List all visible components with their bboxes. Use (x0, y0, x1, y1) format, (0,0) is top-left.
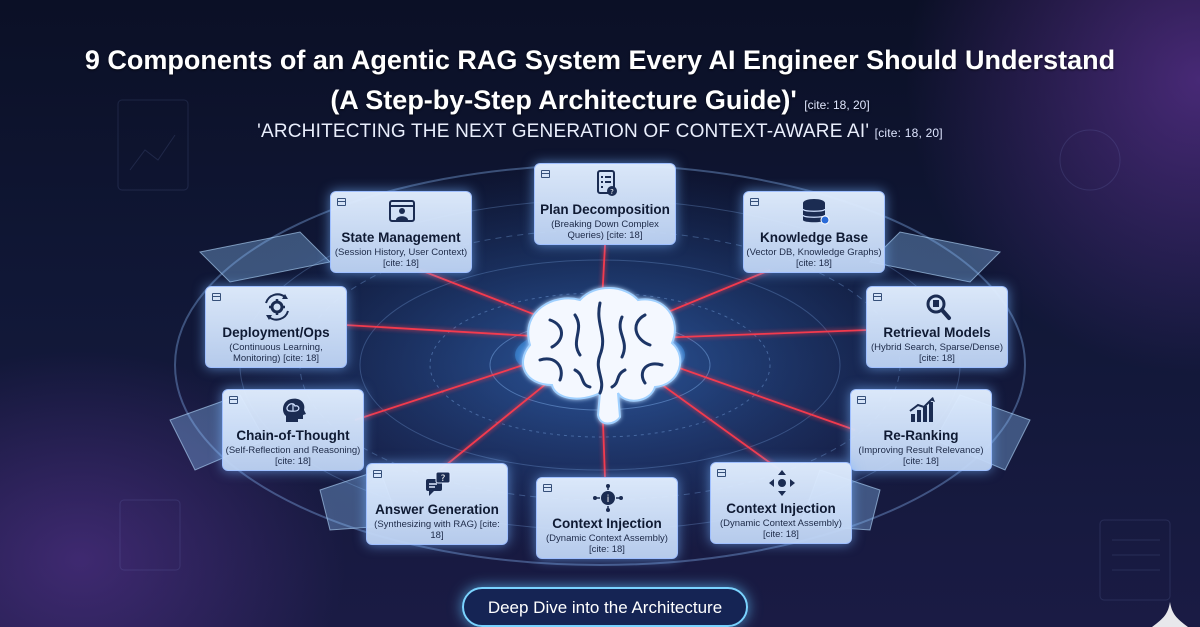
component-name: Knowledge Base (759, 230, 869, 245)
database-icon (802, 199, 830, 225)
window-icon (229, 396, 238, 404)
component-card-chain-of-thought[interactable]: Chain-of-Thought (Self-Reflection and Re… (222, 389, 364, 471)
window-icon (750, 198, 759, 206)
component-description: (Vector DB, Knowledge Graphs) [cite: 18] (746, 247, 882, 269)
component-card-plan-decomposition[interactable]: ? Plan Decomposition (Breaking Down Comp… (534, 163, 676, 245)
window-icon (212, 293, 221, 301)
component-card-knowledge-base[interactable]: Knowledge Base (Vector DB, Knowledge Gra… (743, 191, 885, 273)
component-description: (Improving Result Relevance) [cite: 18] (858, 445, 984, 467)
subtitle-citation: [cite: 18, 20] (874, 126, 943, 140)
page-subtitle: 'ARCHITECTING THE NEXT GENERATION OF CON… (257, 121, 943, 142)
window-icon (541, 170, 550, 178)
deep-dive-button[interactable]: Deep Dive into the Architecture (462, 587, 748, 627)
component-name: Context Injection (552, 516, 662, 531)
window-icon (717, 469, 726, 477)
component-card-answer-generation[interactable]: ? Answer Generation (Synthesizing with R… (366, 463, 508, 545)
head-brain-icon (283, 398, 306, 422)
component-card-deployment-ops[interactable]: Deployment/Ops (Continuous Learning, Mon… (205, 286, 347, 368)
component-description: (Continuous Learning, Monitoring) [cite:… (229, 342, 323, 364)
component-card-re-ranking[interactable]: Re-Ranking (Improving Result Relevance) … (850, 389, 992, 471)
component-name: Chain-of-Thought (236, 428, 350, 443)
component-description: (Breaking Down Complex Queries) [cite: 1… (551, 219, 659, 241)
bar-chart-icon (909, 397, 935, 422)
component-card-context-injection[interactable]: Context Injection (Dynamic Context Assem… (710, 462, 852, 544)
move-arrows-icon (769, 470, 795, 496)
page-title-line2: (A Step-by-Step Architecture Guide)' [ci… (330, 85, 870, 115)
component-card-state-management[interactable]: State Management (Session History, User … (330, 191, 472, 273)
window-icon (373, 470, 382, 478)
svg-text:i: i (607, 494, 610, 505)
title-citation: [cite: 18, 20] (804, 98, 870, 112)
component-name: Retrieval Models (883, 325, 991, 340)
component-name: Deployment/Ops (222, 325, 330, 340)
window-icon (337, 198, 346, 206)
component-name: State Management (341, 230, 461, 245)
component-name: Re-Ranking (883, 428, 959, 443)
component-card-retrieval-models[interactable]: Retrieval Models (Hybrid Search, Sparse/… (866, 286, 1008, 368)
window-icon (543, 484, 552, 492)
window-icon (873, 293, 882, 301)
info-network-icon: i (593, 484, 623, 512)
component-name: Plan Decomposition (540, 202, 670, 217)
component-description: (Hybrid Search, Sparse/Dense) [cite: 18] (871, 342, 1003, 364)
sparkle-icon (1152, 602, 1188, 627)
window-icon (857, 396, 866, 404)
component-card-context-injection-2[interactable]: i Context Injection (Dynamic Context Ass… (536, 477, 678, 559)
svg-text:?: ? (441, 474, 446, 484)
brain-icon (515, 287, 685, 425)
gear-cycle-icon (265, 293, 289, 321)
component-description: (Dynamic Context Assembly) [cite: 18] (720, 518, 842, 540)
chat-icon: ? (426, 471, 451, 496)
search-icon (926, 294, 951, 320)
component-name: Answer Generation (375, 502, 499, 517)
checklist-icon: ? (597, 170, 617, 196)
browser-user-icon (389, 200, 415, 222)
component-description: (Self-Reflection and Reasoning) [cite: 1… (225, 445, 361, 467)
svg-text:?: ? (610, 188, 614, 196)
component-description: (Session History, User Context) [cite: 1… (334, 247, 468, 269)
component-description: (Dynamic Context Assembly) [cite: 18] (546, 533, 668, 555)
component-name: Context Injection (726, 501, 836, 516)
component-description: (Synthesizing with RAG) [cite: 18] (374, 519, 500, 541)
page-title: 9 Components of an Agentic RAG System Ev… (84, 45, 1116, 75)
